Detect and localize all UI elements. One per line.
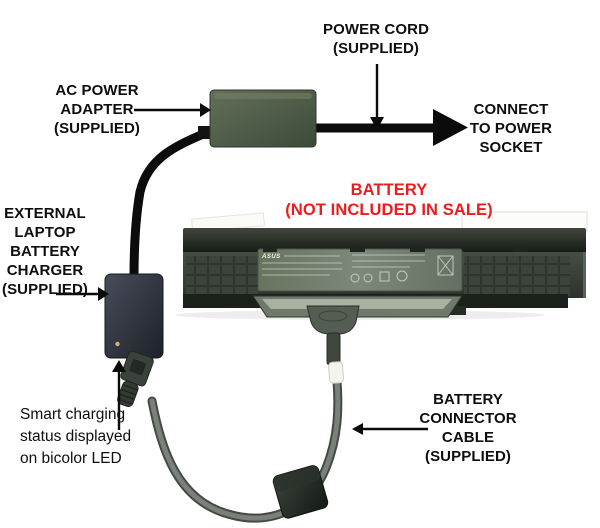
battery-top-bar — [183, 228, 586, 255]
cable-left-arrow-icon — [352, 423, 363, 435]
battery-label-fine-print — [262, 254, 425, 276]
charger-body — [104, 273, 164, 359]
dc-cable-adapter-to-charger — [129, 127, 213, 283]
adapter-body — [209, 89, 317, 148]
battery-connector-stem — [326, 332, 341, 366]
external-battery-charger — [104, 273, 164, 359]
ac-adapter-right-arrow-icon — [200, 103, 211, 117]
external-charger-label: EXTERNAL LAPTOP BATTERY CHARGER (SUPPLIE… — [1, 205, 88, 299]
smart-led-label: Smart charging status displayed on bicol… — [20, 406, 132, 467]
power-cord-label: POWER CORD (SUPPLIED) — [323, 21, 429, 58]
ac-power-adapter — [198, 89, 317, 148]
connect-socket-right-arrow-icon — [433, 109, 468, 146]
ferrite-bead — [272, 465, 329, 519]
power-cord-down-arrow-icon — [370, 117, 384, 130]
charger-output-plug — [117, 350, 154, 408]
battery-warning-label: BATTERY (NOT INCLUDED IN SALE) — [285, 181, 493, 220]
status-led — [115, 341, 120, 347]
battery-cell-texture-left — [186, 256, 258, 296]
battery-certification-marks — [350, 255, 454, 283]
battery-connector-cable — [147, 365, 343, 523]
battery-brand-logo: ASUS — [261, 254, 281, 260]
ac-power-adapter-label: AC POWER ADAPTER (SUPPLIED) — [53, 82, 140, 138]
charger-right-arrow-icon — [98, 287, 109, 301]
connect-socket-label: CONNECT TO POWER SOCKET — [469, 101, 553, 157]
battery-cable-label: BATTERY CONNECTOR CABLE (SUPPLIED) — [419, 391, 517, 466]
adapter-input-nub — [198, 126, 212, 139]
battery-right-edge-highlight — [583, 252, 586, 298]
laptop-battery: ASUS — [183, 228, 586, 318]
annotation-arrows — [56, 64, 428, 431]
led-up-arrow-icon — [112, 360, 126, 372]
adapter-top-sheen — [214, 93, 312, 99]
battery-connector-plug — [306, 305, 360, 366]
battery-top-notches — [263, 247, 528, 252]
cable-tape-wrap — [328, 361, 344, 384]
battery-bottom-nub — [440, 306, 466, 315]
battery-cell-texture-right — [464, 256, 570, 298]
